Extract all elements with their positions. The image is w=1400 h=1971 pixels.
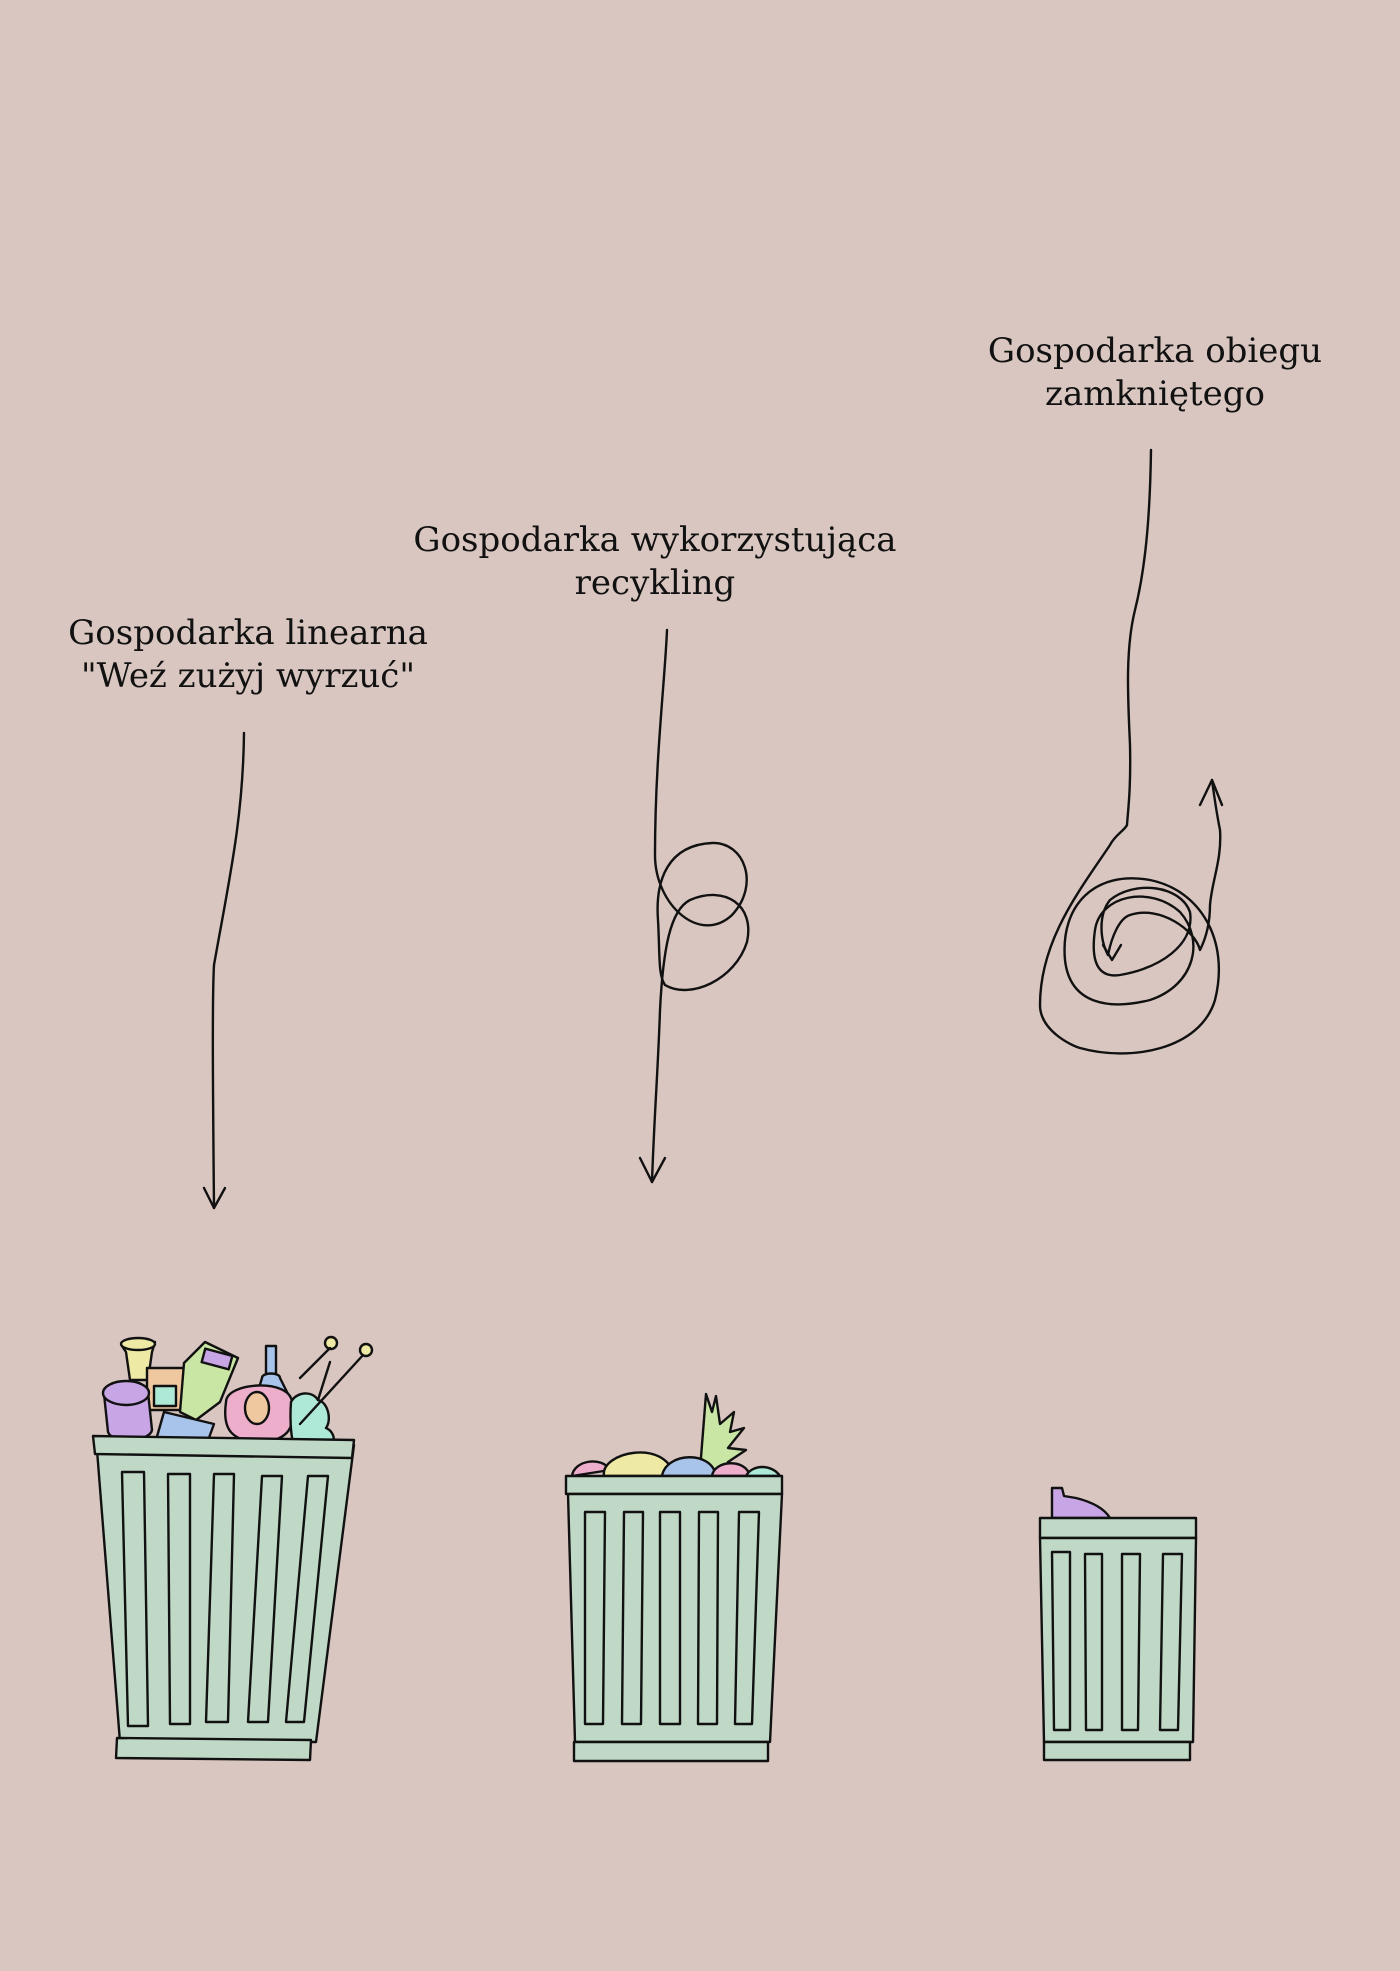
linear-economy-slogan: "Weź zużyj wyrzuć" [81,656,415,696]
spiral-arrow-icon [1038,448,1224,1055]
waste-items [570,1392,782,1478]
recycling-economy-title-line2: recykling [574,563,736,603]
circular-economy-title-line2: zamkniętego [1045,374,1265,414]
circular-economy-label: Gospodarka obiegu zamkniętego [950,330,1360,416]
looped-down-arrow-icon [638,628,750,1184]
linear-economy-label: Gospodarka linearna "Weź zużyj wyrzuć" [48,612,448,698]
circular-economy-title-line1: Gospodarka obiegu [987,331,1323,371]
recycling-economy-label: Gospodarka wykorzystująca recykling [395,519,915,605]
nearly-empty-trash-bin-icon [1038,1486,1198,1762]
straight-down-arrow-icon [202,731,246,1210]
overflowing-trash-bin-icon [91,1335,374,1762]
waste-items [1050,1486,1112,1520]
linear-economy-title: Gospodarka linearna [68,613,428,653]
half-full-trash-bin-icon [564,1392,784,1763]
recycling-economy-title-line1: Gospodarka wykorzystująca [413,520,897,560]
waste-items [101,1335,374,1452]
